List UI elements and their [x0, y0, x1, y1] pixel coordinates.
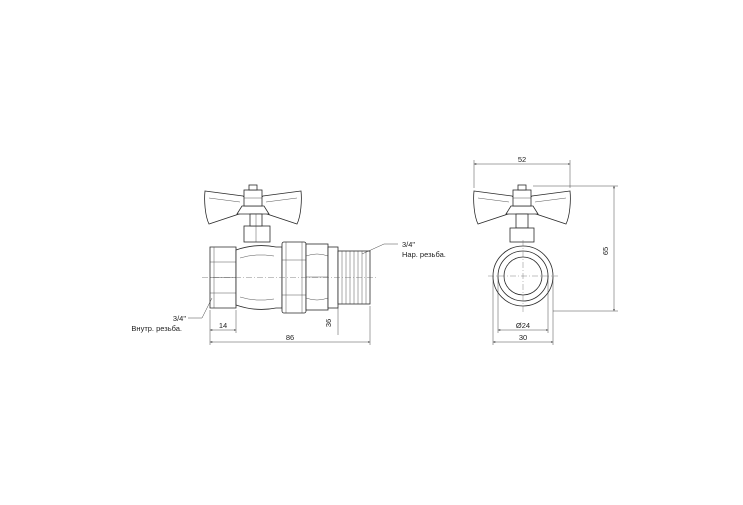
callout-male-thread: 3/4" Нар. резьба. [361, 240, 446, 259]
dimension-14-value: 14 [219, 321, 227, 330]
dimension-d24-value: Ø24 [516, 321, 530, 330]
front-butterfly-handle [473, 184, 571, 243]
dimension-65: 65 [533, 185, 618, 312]
front-view: 52 65 Ø24 30 [473, 155, 618, 345]
dimension-30-value: 30 [519, 333, 527, 342]
female-thread-size: 3/4" [173, 314, 186, 323]
female-thread-end [209, 246, 237, 309]
dimension-d24: Ø24 [497, 276, 549, 333]
dimension-52: 52 [473, 155, 571, 188]
valve-stem [243, 213, 271, 243]
dimension-14: 14 [209, 310, 237, 345]
dimension-30: 30 [492, 276, 554, 345]
pipe-bore [488, 240, 558, 312]
dimension-65-value: 65 [601, 247, 610, 255]
dimension-86: 86 [210, 306, 371, 345]
butterfly-handle [204, 184, 302, 225]
dimension-36: 36 [324, 308, 339, 335]
dimension-52-value: 52 [518, 155, 526, 164]
callout-female-thread: 3/4" Внутр. резьба. [131, 297, 213, 333]
male-thread-size: 3/4" [402, 240, 415, 249]
dimension-36-value: 36 [324, 319, 333, 327]
female-thread-label: Внутр. резьба. [131, 324, 182, 333]
side-view: 3/4" Внутр. резьба. 3/4" Нар. резьба. 14… [131, 184, 446, 345]
male-thread-label: Нар. резьба. [402, 250, 446, 259]
hex-nut [305, 243, 339, 311]
dimension-86-value: 86 [286, 333, 294, 342]
